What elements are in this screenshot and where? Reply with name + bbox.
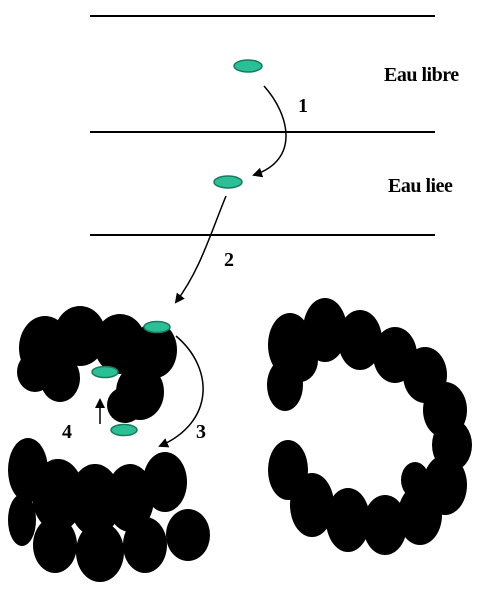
step-label-4: 4	[62, 421, 72, 443]
arrow-step-1	[254, 86, 286, 175]
water-molecule-pore-upper	[92, 367, 118, 378]
water-molecule-bound	[214, 176, 242, 188]
step-label-2: 2	[224, 249, 234, 271]
water-molecule-surface	[144, 322, 170, 333]
water-molecules	[92, 60, 262, 436]
particle-cluster-left-lower	[8, 438, 210, 582]
step-label-3: 3	[196, 421, 206, 443]
zone-boundaries	[90, 16, 435, 235]
particle-cluster-right	[267, 298, 472, 555]
bound-water-label: Eau liee	[388, 175, 453, 197]
arrow-step-2	[176, 196, 226, 302]
free-water-label: Eau libre	[384, 64, 459, 86]
step-label-1: 1	[298, 95, 308, 117]
water-molecule-free	[234, 60, 262, 72]
water-molecule-pore-lower	[111, 425, 137, 436]
